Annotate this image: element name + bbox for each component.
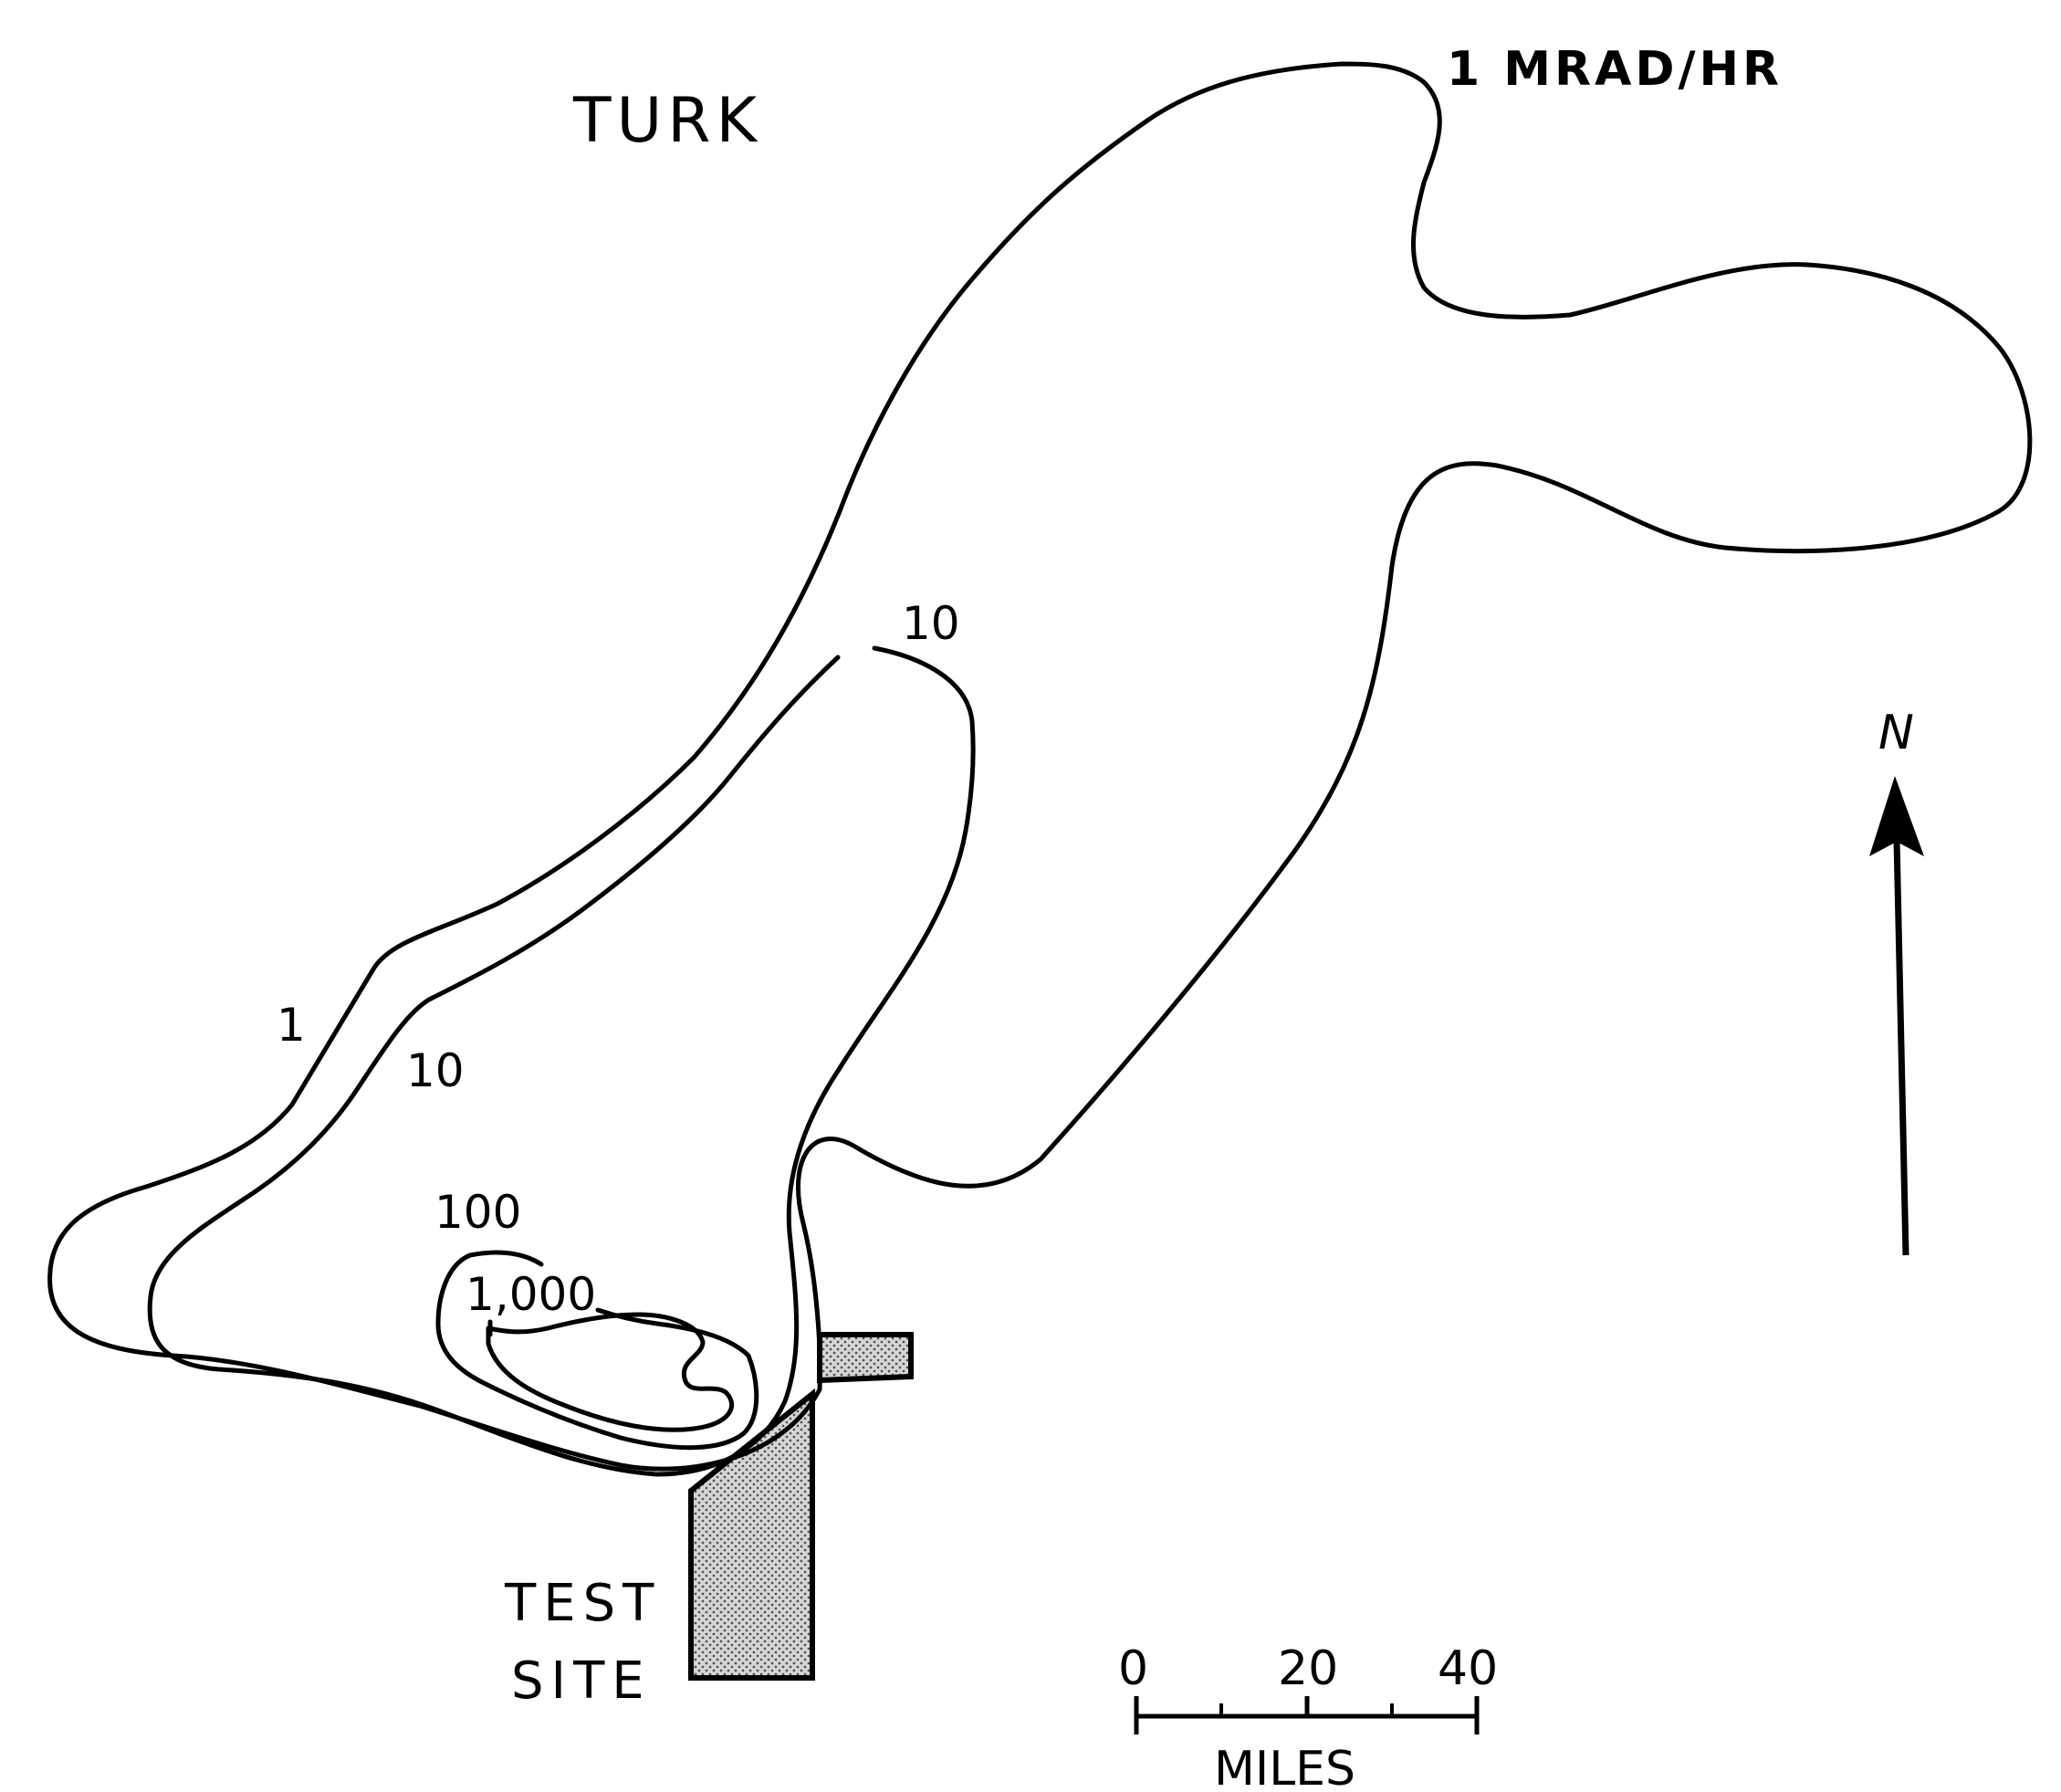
- contour-label-1: 1: [277, 999, 306, 1052]
- test-site-label-line2: SITE: [511, 1651, 652, 1711]
- contour-1000-mrad: [486, 1312, 735, 1432]
- contour-1-mrad: [47, 61, 2033, 1472]
- map-title: TURK: [572, 85, 762, 157]
- north-label: N: [1878, 706, 1914, 760]
- scale-tick-20: 20: [1278, 1641, 1338, 1696]
- contour-label-100: 100: [434, 1186, 521, 1239]
- contour-label-10-left: 10: [406, 1044, 465, 1097]
- scale-unit-label: MILES: [1214, 1742, 1355, 1792]
- contour-100-mrad: [435, 1250, 759, 1451]
- north-arrow: N: [1869, 706, 1924, 1256]
- test-site-label-line1: TEST: [504, 1574, 661, 1633]
- contour-unit-label: 1 MRAD/HR: [1447, 42, 1783, 97]
- scale-tick-40: 40: [1438, 1641, 1498, 1696]
- scale-tick-0: 0: [1118, 1641, 1148, 1696]
- contour-label-1000: 1,000: [466, 1268, 596, 1321]
- contour-label-10-top: 10: [902, 597, 960, 650]
- scale-bar: 0 20 40 MILES: [1118, 1641, 1498, 1792]
- test-site-area: [688, 1332, 914, 1681]
- north-arrow-head-icon: [1869, 776, 1924, 856]
- contour-10-mrad: [147, 645, 976, 1477]
